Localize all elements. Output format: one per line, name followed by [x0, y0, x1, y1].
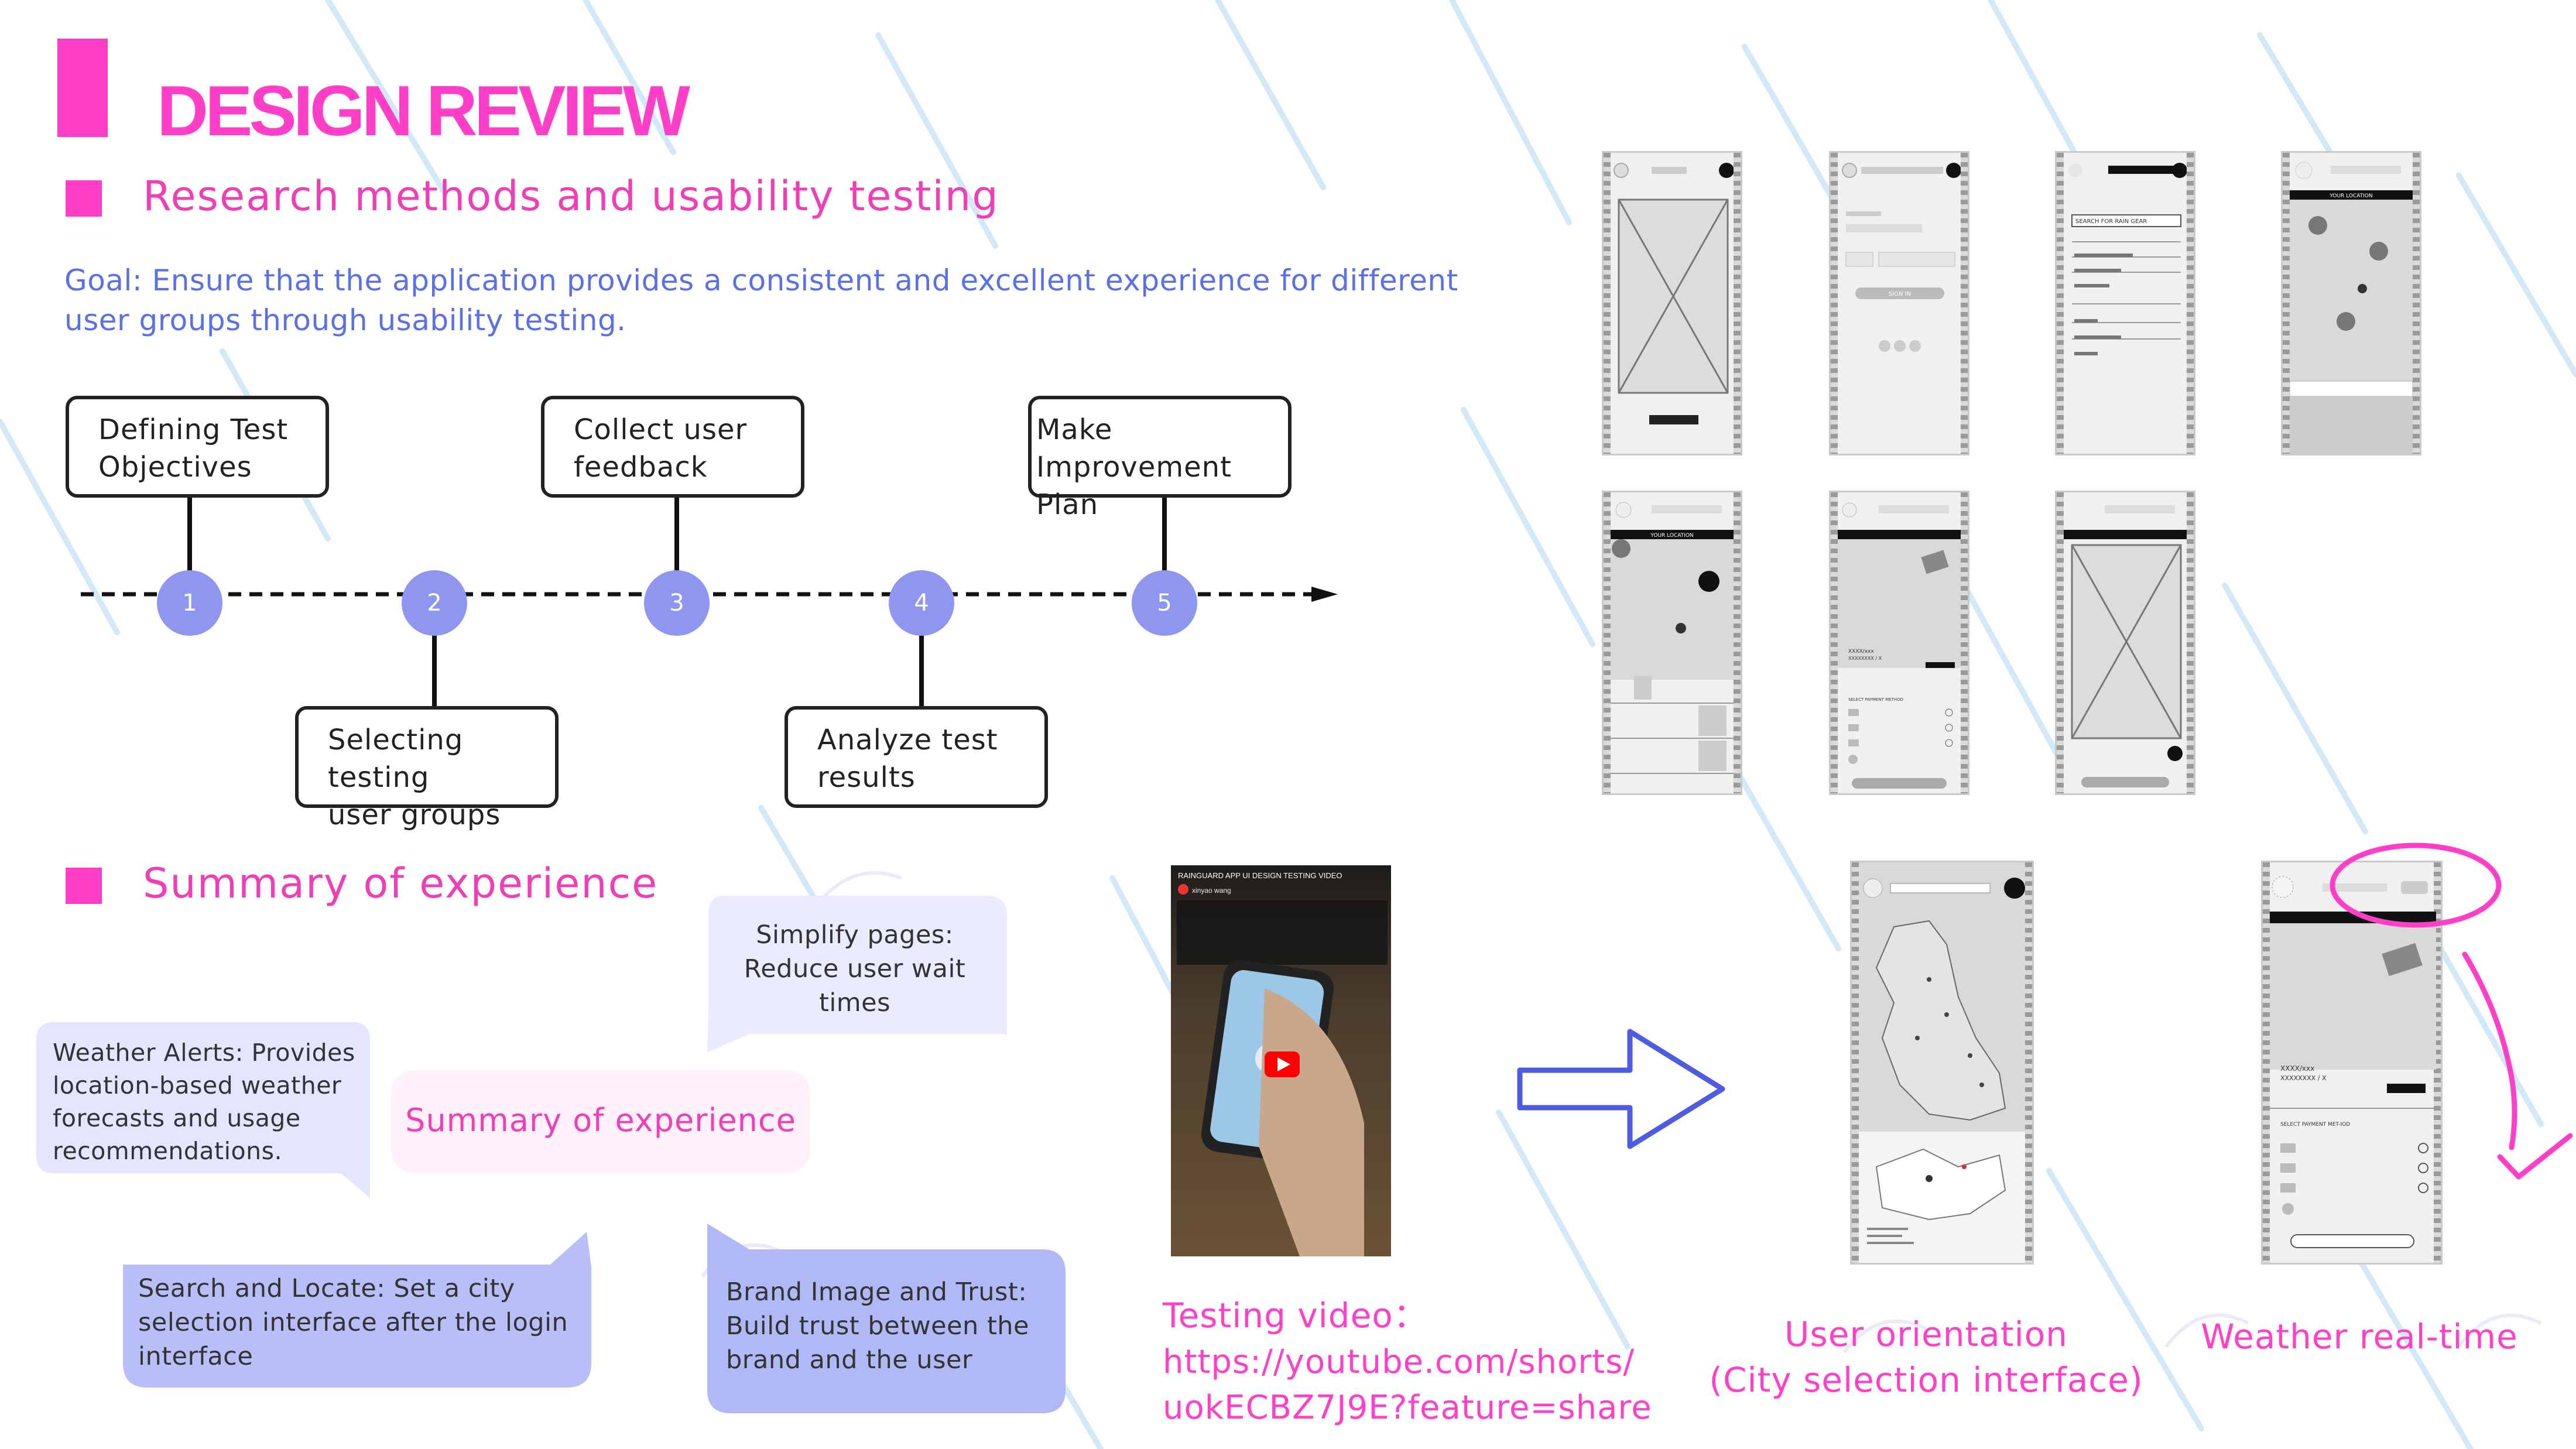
svg-text:XXXX/xxx: XXXX/xxx	[1848, 649, 1874, 655]
svg-text:XXXXXXXX / X: XXXXXXXX / X	[1848, 656, 1882, 661]
timeline-step-number: 4	[889, 570, 954, 636]
wireframe-location-screen: YOUR LOCATION	[2281, 151, 2421, 455]
video-overlay-user: xinyao wang	[1192, 886, 1231, 895]
highlight-annotation	[2330, 842, 2573, 1180]
wireframe-search-screen: SEARCH FOR RAIN GEAR	[2055, 151, 2195, 455]
timeline-connector	[919, 594, 924, 711]
wireframe-splash-screen	[1602, 151, 1742, 455]
wireframe-login-screen: SIGN IN	[1829, 151, 1969, 455]
page-title: DESIGN REVIEW	[157, 71, 690, 150]
svg-text:SELECT PAYMENT MET-IOD: SELECT PAYMENT MET-IOD	[2280, 1122, 2350, 1128]
timeline-connector	[1162, 496, 1167, 596]
video-overlay-title: RAINGUARD APP UI DESIGN TESTING VIDEO	[1178, 871, 1342, 880]
summary-center-label: Summary of experience	[405, 1102, 796, 1139]
svg-text:YOUR LOCATION: YOUR LOCATION	[2329, 193, 2372, 199]
svg-text:XXXX/xxx: XXXX/xxx	[2280, 1064, 2314, 1073]
label-weather-realtime: Weather real-time	[2201, 1317, 2518, 1356]
section-bullet	[66, 868, 102, 904]
timeline-step-number: 2	[402, 570, 467, 636]
speech-bubble-shape	[707, 1224, 1066, 1413]
video-link[interactable]: https://youtube.com/shorts/uokECBZ7J9E?f…	[1163, 1343, 1652, 1427]
wireframe-map-list-screen: YOUR LOCATION	[1602, 491, 1742, 795]
section-title-research: Research methods and usability testing	[143, 172, 999, 220]
section-title-summary: Summary of experience	[143, 859, 659, 907]
wireframe-weather-realtime: XXXX/xxx XXXXXXXX / X SELECT PAYMENT MET…	[2261, 861, 2443, 1265]
wireframe-payment-screen: XXXX/xxx XXXXXXXX / X SELECT PAYMENT MET…	[1829, 491, 1969, 795]
timeline-connector	[432, 594, 437, 711]
bubble-brand-trust: Brand Image and Trust:Build trust betwee…	[726, 1277, 1030, 1375]
video-frame-illustration	[1171, 865, 1391, 1256]
svg-text:YOUR LOCATION: YOUR LOCATION	[1650, 533, 1693, 539]
timeline-step-number: 1	[157, 570, 222, 636]
video-caption: Testing video：	[1163, 1296, 1428, 1335]
section-bullet	[66, 180, 102, 217]
timeline-connector	[674, 496, 679, 596]
timeline-step-number: 5	[1132, 570, 1197, 636]
wireframe-detail-screen	[2055, 491, 2195, 795]
goal-text: Goal: Ensure that the application provid…	[64, 263, 1458, 337]
svg-text:SIGN IN: SIGN IN	[1889, 291, 1911, 297]
svg-text:XXXXXXXX / X: XXXXXXXX / X	[2280, 1074, 2327, 1082]
summary-center-pill	[391, 1070, 810, 1173]
svg-text:SELECT PAYMENT METHOD: SELECT PAYMENT METHOD	[1848, 697, 1903, 702]
title-accent-bar	[57, 39, 108, 137]
timeline-step-number: 3	[644, 570, 710, 636]
speech-bubble-shape	[707, 896, 1007, 1053]
speech-bubble-shape	[123, 1232, 591, 1388]
wireframe-city-selection	[1850, 861, 2034, 1265]
label-user-orientation: User orientation(City selection interfac…	[1709, 1314, 2143, 1400]
svg-text:SEARCH FOR RAIN GEAR: SEARCH FOR RAIN GEAR	[2075, 218, 2147, 225]
timeline-connector	[187, 496, 192, 596]
speech-bubble-shape	[36, 1022, 370, 1198]
testing-video-thumbnail[interactable]: RAINGUARD APP UI DESIGN TESTING VIDEO xi…	[1171, 865, 1391, 1256]
channel-avatar	[1178, 884, 1188, 895]
right-arrow-icon	[1517, 1029, 1725, 1149]
